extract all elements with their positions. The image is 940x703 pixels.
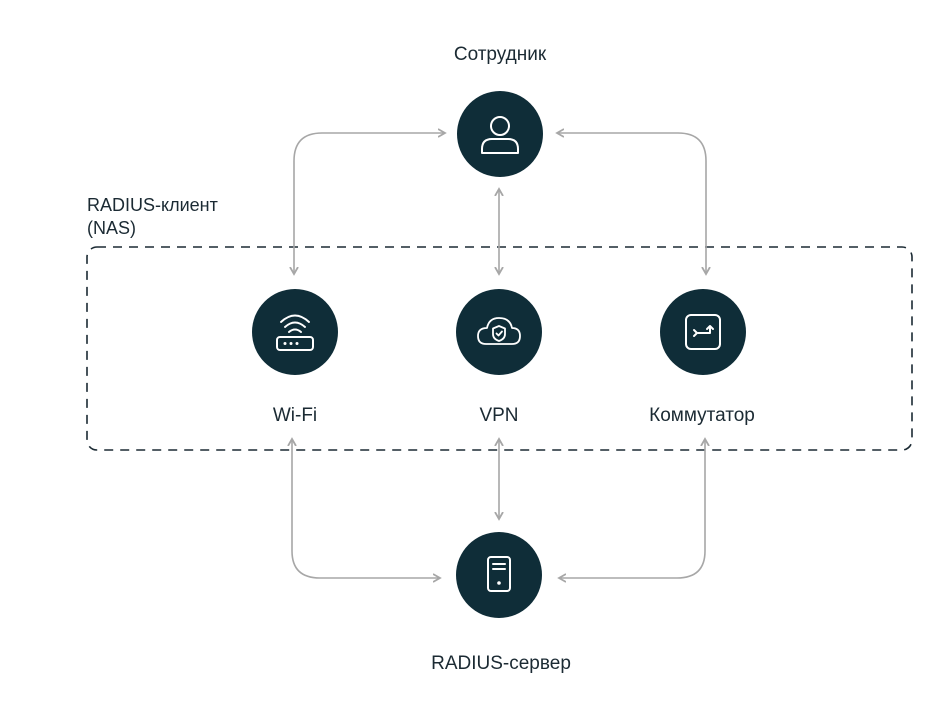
nas-group-label-line1: RADIUS-клиент — [87, 195, 218, 215]
nas-group-label: RADIUS-клиент (NAS) — [87, 194, 218, 240]
connector-wifi-server — [292, 440, 439, 578]
employee-node — [457, 91, 543, 177]
connector-employee-switch — [558, 133, 706, 273]
connector-switch-server — [560, 440, 705, 578]
employee-label: Сотрудник — [453, 44, 547, 65]
vpn-label: VPN — [479, 405, 519, 426]
switch-arrows-icon — [685, 314, 721, 350]
vpn-node — [456, 289, 542, 375]
wifi-label: Wi-Fi — [272, 405, 318, 426]
wifi-node — [252, 289, 338, 375]
server-label: RADIUS-сервер — [431, 653, 571, 674]
switch-label: Коммутатор — [649, 405, 755, 426]
nas-group-label-line2: (NAS) — [87, 218, 136, 238]
server-node — [456, 532, 542, 618]
server-icon — [487, 556, 511, 592]
router-wifi-icon — [276, 314, 314, 351]
switch-node — [660, 289, 746, 375]
connector-employee-wifi — [294, 133, 444, 273]
cloud-shield-icon — [477, 317, 521, 345]
user-icon — [481, 116, 519, 154]
